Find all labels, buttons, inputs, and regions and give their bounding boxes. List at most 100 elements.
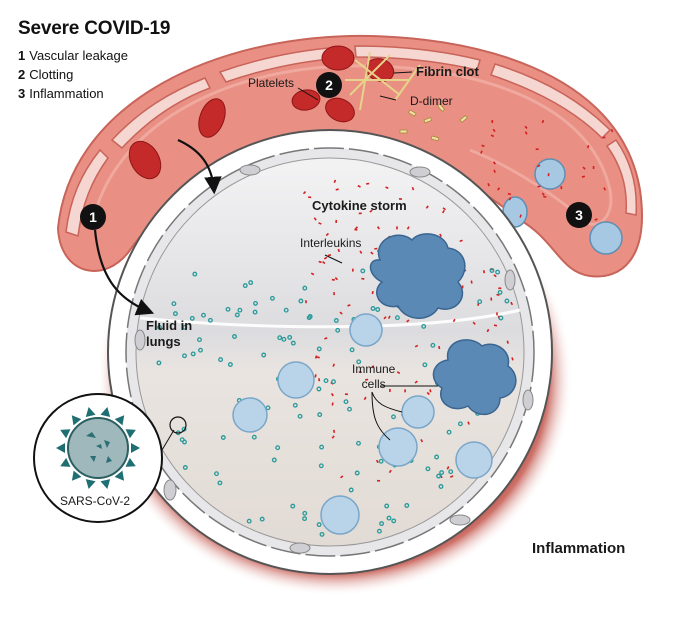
cytokine-dot: [467, 421, 470, 425]
fluid-dot: [248, 280, 254, 286]
cytokine-dot: [318, 260, 322, 264]
fluid-dot: [302, 510, 308, 516]
cytokine-dot: [560, 186, 563, 190]
fluid-dot: [318, 463, 324, 469]
cytokine-dot: [541, 192, 545, 196]
fluid-dot: [316, 522, 322, 528]
fluid-dot: [316, 386, 322, 392]
fluid-dot: [422, 362, 428, 368]
cytokine-dot: [371, 365, 375, 369]
fluid-dot: [319, 444, 325, 450]
cytokine-dot: [603, 187, 607, 191]
cytokine-dot: [543, 195, 547, 198]
fluid-dot: [246, 518, 252, 524]
cytokine-dot: [377, 479, 381, 482]
cytokine-dot: [610, 128, 614, 133]
cytokine-dot: [510, 301, 514, 306]
cytokine-dot: [327, 254, 332, 257]
fluid-dot: [356, 440, 361, 446]
cytokine-dot: [352, 268, 354, 272]
fibrin-strands: [345, 51, 421, 111]
cytokine-dot: [486, 328, 490, 333]
cytokine-dot: [310, 272, 315, 276]
fluid-dot: [277, 335, 283, 341]
cytokine-dot: [322, 261, 326, 265]
label-platelets: Platelets: [248, 76, 295, 90]
fluid-dot: [378, 458, 384, 464]
cytokine-dot: [365, 378, 369, 381]
label-interleukins: Interleukins: [300, 236, 362, 250]
sars-cov-2-icon: [56, 407, 140, 489]
macrophages: [369, 233, 517, 416]
fluid-dot: [214, 471, 219, 477]
cytokine-dot: [420, 439, 424, 443]
legend-title: Severe COVID-19: [18, 18, 171, 39]
fluid-dot: [192, 271, 198, 277]
cytokine-dot: [335, 188, 339, 191]
fluid-dot: [386, 515, 392, 521]
cytokine-dot: [318, 378, 321, 382]
fluid-dot: [384, 503, 390, 509]
cytokine-dot: [524, 131, 528, 135]
fluid-dot: [404, 503, 410, 508]
fluid-dot: [269, 295, 275, 301]
cytokine-dot: [490, 297, 493, 301]
marker-3: 3: [566, 202, 592, 228]
cytokine-dot: [374, 247, 378, 250]
fluid-dot: [317, 412, 323, 418]
cytokine-dot: [439, 233, 442, 237]
fluid-dot: [156, 360, 162, 366]
cytokine-dot: [459, 239, 463, 242]
fluid-dot: [495, 269, 501, 275]
fluid-dot: [207, 317, 213, 323]
label-fluid-in-lungs: Fluid in lungs: [146, 318, 193, 349]
cytokine-dot: [396, 371, 401, 375]
cytokine-dot: [331, 435, 335, 439]
cytokine-dot: [404, 389, 406, 393]
fluid-dot: [182, 353, 187, 359]
cytokine-dot: [480, 150, 483, 154]
cytokine-dot: [335, 219, 338, 223]
vessel-immune-cells: [502, 158, 623, 255]
cytokine-dot: [442, 207, 446, 211]
cytokine-dot: [347, 304, 351, 307]
spike-protein: [131, 443, 140, 453]
cytokine-dot: [438, 345, 441, 350]
cytokine-dot: [383, 316, 387, 320]
fluid-dot: [370, 306, 376, 311]
cytokine-dot: [511, 357, 514, 361]
fluid-dot: [259, 516, 265, 522]
vessel-wall-cells: [65, 45, 638, 238]
cytokine-dot: [357, 184, 361, 188]
cytokine-dot: [490, 134, 495, 138]
fluid-dot: [497, 289, 503, 295]
label-d-dimer: D-dimer: [410, 94, 453, 108]
fluid-dot: [333, 318, 339, 323]
cytokine-dot: [507, 192, 512, 196]
cytokine-dot: [313, 217, 317, 221]
fluid-dot: [331, 379, 336, 385]
fluid-dot: [348, 487, 354, 493]
fluid-dot: [343, 399, 349, 405]
spike-protein: [114, 470, 125, 481]
fluid-dot: [237, 307, 243, 313]
fluid-dot: [335, 327, 341, 333]
spike-protein: [60, 429, 71, 439]
cytokine-dot: [363, 396, 367, 401]
cytokine-dot: [304, 300, 308, 304]
cytokine-dot: [508, 197, 512, 201]
fluid-dot: [179, 437, 185, 443]
cytokine-dot: [398, 198, 403, 201]
fluid-dot: [376, 528, 382, 534]
fluid-dot: [489, 268, 495, 273]
fluid-dot: [172, 311, 178, 317]
cytokine-dot: [524, 125, 528, 129]
fluid-dot: [201, 312, 206, 318]
cytokine-dot: [358, 371, 362, 373]
spike-protein: [114, 415, 125, 426]
fluid-dot: [354, 470, 360, 476]
cytokine-dot: [541, 119, 545, 124]
cytokine-dot: [334, 277, 339, 281]
spike-protein: [85, 479, 96, 489]
